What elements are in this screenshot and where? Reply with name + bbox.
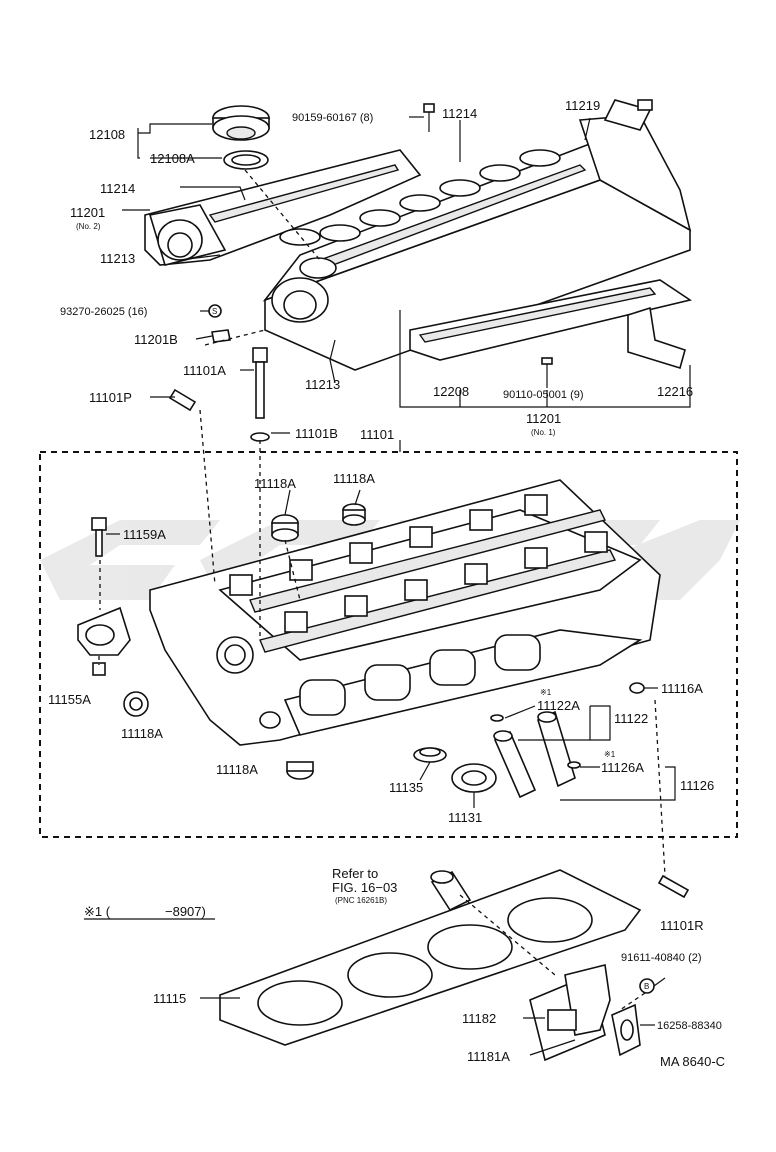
oil-filler-gasket (223, 150, 269, 170)
head-bolt-washer (250, 432, 270, 442)
figure-code: MA 8640-C (660, 1054, 725, 1069)
label-11155A: 11155A (48, 692, 91, 707)
leader-lines (106, 116, 691, 1056)
label-91611: 91611-40840 (2) (621, 952, 702, 964)
plug-11118A-bottom (286, 761, 314, 780)
label-11201-no2: 11201 (70, 205, 105, 220)
cover-bracket (627, 306, 686, 370)
seal-ring-11135 (413, 747, 447, 763)
snap-ring-11122A (490, 714, 504, 722)
cylinder-head (149, 479, 661, 746)
valve-cover-no2 (144, 149, 422, 266)
label-11182: 11182 (462, 1011, 496, 1026)
cam-journal-caps (229, 494, 608, 633)
label-11201-no1-sub: (No. 1) (531, 428, 556, 437)
label-11118A-d: 11118A (216, 762, 258, 777)
gasket-16258 (611, 1003, 641, 1057)
label-11213-left: 11213 (100, 251, 135, 266)
cylinder-head-group-box (39, 451, 738, 838)
label-12108A: 12108A (150, 151, 195, 166)
valve-guide-11122 (493, 730, 537, 799)
label-11131: 11131 (448, 810, 482, 825)
label-11101A: 11101A (183, 363, 226, 378)
footnote-mark: ※1 ( (84, 904, 111, 919)
label-11214-top: 11214 (442, 106, 477, 121)
bearing-cap (77, 606, 131, 656)
label-11116A: 11116A (661, 681, 703, 696)
label-11118A-b: 11118A (333, 471, 375, 486)
cylinder-head-gasket (219, 869, 642, 1046)
label-11126: 11126 (680, 778, 714, 793)
label-11135: 11135 (389, 780, 423, 795)
plug-11116A (629, 682, 645, 694)
dowel-pin-11155A (92, 662, 106, 676)
label-11122A-note: ※1 (540, 688, 552, 697)
label-11159A: 11159A (123, 527, 166, 542)
label-11122A: 11122A (537, 698, 580, 713)
label-11101: 11101 (360, 427, 394, 442)
label-90110: 90110-05001 (9) (503, 389, 584, 401)
valve-guide-11126 (537, 710, 576, 788)
label-refer-pnc: (PNC 16261B) (335, 896, 387, 905)
label-11126A-note: ※1 (604, 750, 616, 759)
plug-11118A-top-left (271, 514, 299, 542)
footnote-range: −8907) (165, 904, 206, 919)
label-11101P: 11101P (89, 390, 132, 405)
label-93270: 93270-26025 (16) (60, 306, 147, 318)
label-11201-no1: 11201 (526, 411, 561, 426)
seal-11131 (451, 763, 497, 793)
bearing-cap-bolt-11159A (91, 517, 107, 557)
dashed-guides (98, 169, 666, 1011)
label-11101R: 11101R (660, 918, 704, 933)
stud-11101P (168, 388, 197, 412)
label-refer-fig: FIG. 16−03 (332, 880, 397, 895)
label-12216: 12216 (657, 384, 693, 399)
label-11118A-a: 11118A (254, 476, 296, 491)
seal-ref-letter: S (212, 307, 217, 316)
plug-11118A-side (123, 691, 149, 717)
label-11181A: 11181A (467, 1049, 510, 1064)
oil-filler-cap (212, 105, 270, 141)
label-11214-left: 11214 (100, 181, 135, 196)
label-11126A: 11126A (601, 760, 644, 775)
snap-ring-11126A (567, 761, 581, 769)
label-11213-right: 11213 (305, 377, 340, 392)
water-housing-11182 (529, 964, 611, 1062)
head-bolt-11101A (252, 347, 268, 419)
bolt-ref-letter: B (644, 982, 649, 991)
cover-bolt (423, 103, 435, 132)
label-11118A-c: 11118A (121, 726, 163, 741)
label-11219: 11219 (565, 98, 600, 113)
screw-90110 (541, 357, 553, 388)
label-refer-to: Refer to (332, 866, 378, 881)
label-11201B: 11201B (134, 332, 178, 347)
label-11122: 11122 (614, 711, 648, 726)
stud-11101R (657, 874, 690, 899)
part-labels: 12108 12108A 90159-60167 (8) 11214 11219… (48, 98, 725, 1069)
baffle-plate (409, 279, 692, 361)
water-plug-ref (430, 870, 472, 912)
label-16258: 16258-88340 (657, 1020, 722, 1032)
label-11201-no2-sub: (No. 2) (76, 222, 101, 231)
grommet-11201B (211, 329, 231, 343)
label-12108: 12108 (89, 127, 125, 142)
valve-cover-no1 (262, 99, 692, 371)
label-11115: 11115 (153, 991, 186, 1006)
label-11101B: 11101B (295, 426, 338, 441)
label-12208: 12208 (433, 384, 469, 399)
label-90159: 90159-60167 (8) (292, 112, 373, 124)
plug-11118A-top-right (342, 503, 366, 526)
